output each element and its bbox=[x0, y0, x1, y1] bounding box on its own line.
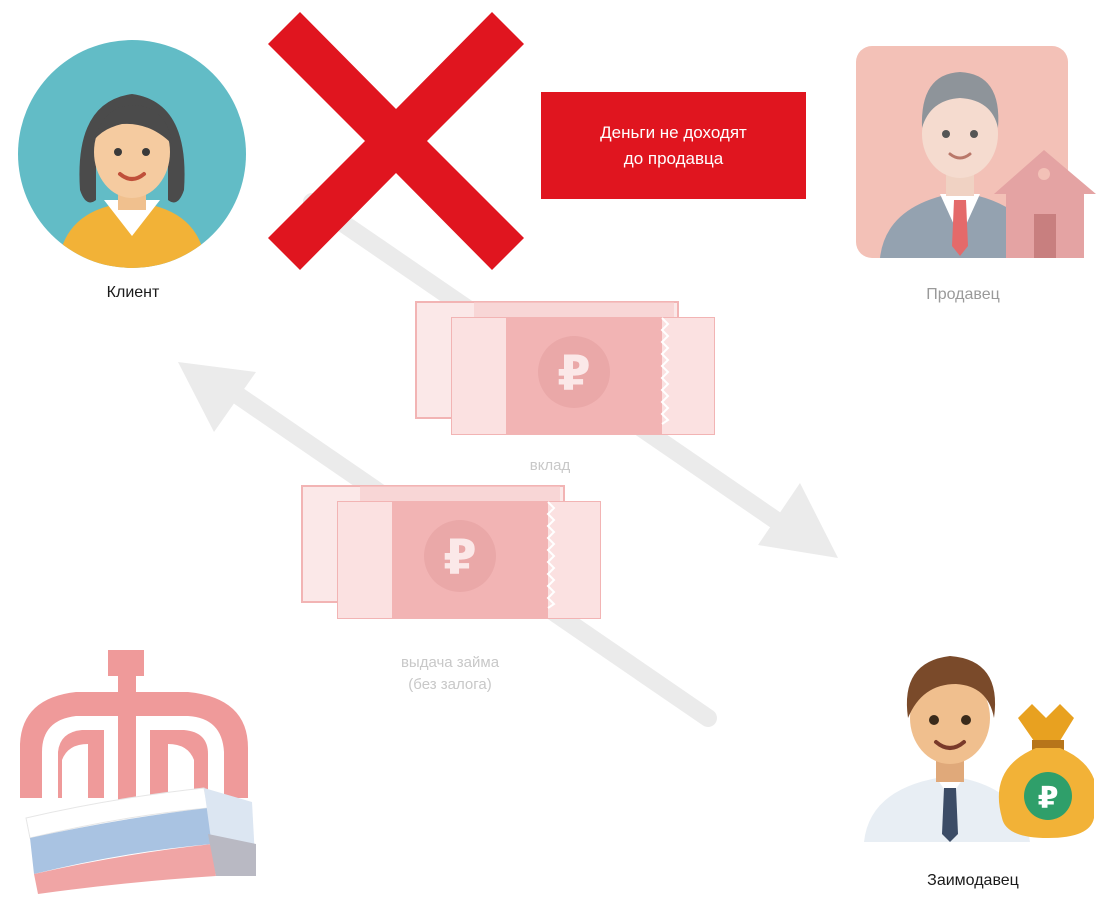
deposit-label: вклад bbox=[529, 457, 571, 474]
status-banner-text: Деньги не доходят до продавца bbox=[541, 92, 806, 199]
banner-line-2: до продавца bbox=[623, 148, 724, 168]
deposit-banknotes: ₽ bbox=[414, 300, 720, 438]
lender-label: Заимодавец bbox=[927, 872, 1019, 889]
ruble-banknote-icon-2: ₽ bbox=[301, 485, 601, 619]
client-avatar bbox=[18, 40, 246, 268]
loan-label-line-1: выдача займа bbox=[400, 654, 500, 671]
man-with-house-icon bbox=[856, 46, 1096, 258]
ruble-banknote-icon: ₽ bbox=[415, 301, 715, 435]
loan-label-line-2: (без залога) bbox=[408, 676, 492, 693]
loan-banknotes: ₽ bbox=[300, 484, 606, 622]
pfr-logo bbox=[12, 648, 262, 894]
man-with-money-bag-icon: ₽ bbox=[864, 656, 1094, 842]
woman-avatar-icon bbox=[18, 40, 246, 268]
seller-avatar bbox=[856, 46, 1099, 260]
pfr-logo-icon bbox=[20, 650, 256, 894]
svg-text:₽: ₽ bbox=[443, 530, 476, 586]
loan-label: выдача займа (без залога) bbox=[360, 652, 540, 696]
banner-line-1: Деньги не доходят bbox=[600, 122, 747, 142]
svg-text:₽: ₽ bbox=[557, 346, 590, 402]
seller-label: Продавец bbox=[926, 286, 1000, 303]
svg-text:₽: ₽ bbox=[1038, 781, 1059, 816]
client-label: Клиент bbox=[106, 284, 160, 301]
lender-avatar: ₽ bbox=[862, 648, 1094, 842]
status-banner bbox=[541, 92, 806, 199]
red-cross-icon bbox=[268, 12, 524, 270]
